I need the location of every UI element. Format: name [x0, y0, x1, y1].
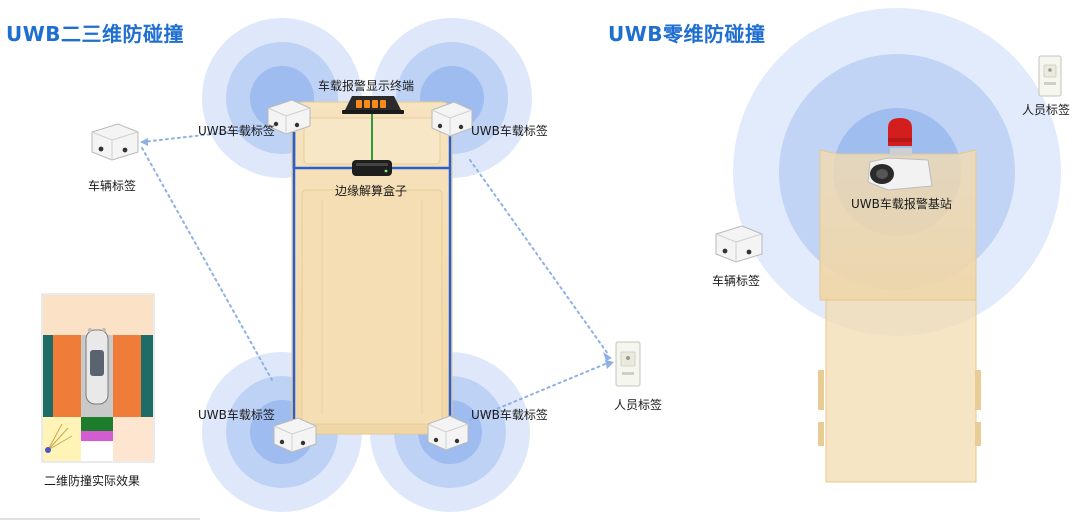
display-terminal-icon — [342, 96, 404, 114]
label-uwb-tag-top-right: UWB车载标签 — [471, 124, 548, 138]
label-display-terminal: 车载报警显示终端 — [318, 79, 415, 93]
vehicle-tag-device-left — [91, 123, 139, 161]
label-vehicle-tag-right: 车辆标签 — [712, 274, 761, 288]
label-edge-compute-box: 边缘解算盒子 — [335, 184, 408, 198]
truck-top-view — [291, 101, 453, 435]
label-base-station: UWB车载报警基站 — [851, 197, 952, 211]
label-effect-caption: 二维防撞实际效果 — [44, 474, 141, 488]
uwb-tag-device-top-left — [267, 99, 311, 135]
edge-compute-box-icon — [352, 160, 392, 176]
person-tag-device-left — [615, 341, 641, 387]
uwb-tag-device-bottom-left — [273, 417, 317, 453]
person-tag-device-right — [1038, 55, 1062, 97]
label-person-tag-left: 人员标签 — [614, 398, 663, 412]
uwb-tag-device-bottom-right — [427, 415, 469, 451]
label-uwb-tag-bottom-left: UWB车载标签 — [198, 408, 275, 422]
left-panel-title: UWB二三维防碰撞 — [6, 22, 185, 46]
label-person-tag-right: 人员标签 — [1022, 103, 1071, 117]
dotted-link-arrowheads — [140, 138, 614, 369]
truck-side-view — [818, 149, 981, 483]
dotted-link-lines — [141, 127, 611, 421]
vehicle-tag-device-right — [715, 225, 763, 263]
alarm-base-station-icon — [867, 118, 933, 191]
effect-inset — [41, 293, 155, 463]
uwb-tag-device-top-right — [431, 101, 473, 137]
label-vehicle-tag-left: 车辆标签 — [88, 179, 137, 193]
label-uwb-tag-top-left: UWB车载标签 — [198, 124, 275, 138]
right-panel-title: UWB零维防碰撞 — [608, 22, 766, 46]
label-uwb-tag-bottom-right: UWB车载标签 — [471, 408, 548, 422]
